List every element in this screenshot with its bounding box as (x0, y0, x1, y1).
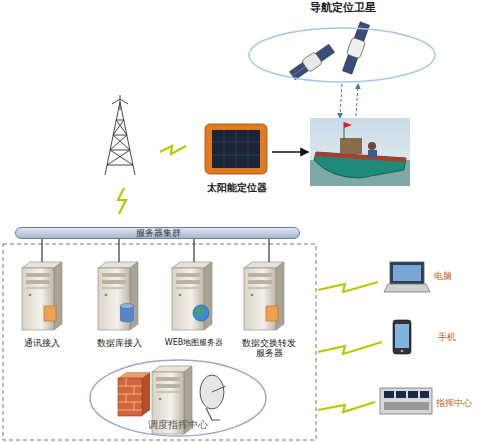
dispatch-center: 调度指挥中心 (86, 352, 270, 440)
ellipse-outline (249, 28, 435, 82)
node-label: 太阳能定位器 (196, 182, 278, 194)
server-icon (172, 262, 212, 330)
server-icon (98, 262, 138, 330)
solar-locator (205, 124, 267, 174)
doc-icon (266, 306, 278, 321)
server-box: 数据交换转发服务器 (236, 262, 302, 362)
node-label: 调度指挥中心 (86, 419, 270, 431)
server-cluster-band: 服务器集群 (15, 227, 300, 239)
device-box: 太阳能定位器 (196, 118, 278, 198)
client-device: 手机 (388, 316, 480, 358)
server-box: 数据库接入 (84, 262, 154, 352)
laptop-icon (384, 262, 430, 292)
satellite (288, 43, 335, 82)
console-icon (380, 388, 432, 414)
connector-line (193, 239, 194, 262)
server-box: 通讯接入 (12, 262, 72, 352)
signal-arrow (356, 86, 358, 116)
node-label: 通讯接入 (12, 338, 72, 348)
node-label: 服务器集群 (16, 228, 301, 238)
database-icon (120, 304, 134, 323)
connector-line (268, 239, 269, 262)
node-label: WEB地图服务器 (156, 338, 232, 347)
server-icon (244, 262, 284, 330)
node-label: 数据库接入 (84, 338, 154, 348)
doc-icon (44, 306, 56, 321)
node-label: 数据交换转发服务器 (239, 338, 299, 359)
node-label: 导航定位卫星 (245, 2, 440, 15)
connector-line (118, 239, 119, 262)
signal-arrow (340, 84, 342, 116)
node-label: 指挥中心 (436, 398, 482, 408)
node-label: 手机 (438, 332, 478, 342)
server-icon (22, 262, 62, 330)
globe-icon (193, 305, 209, 321)
server-area (3, 244, 316, 440)
dish-icon (200, 375, 226, 420)
firewall-icon (118, 372, 150, 416)
boat-photo (310, 118, 410, 186)
client-device: 指挥中心 (376, 384, 482, 418)
connector-line (41, 239, 42, 262)
phone-icon (393, 320, 411, 354)
pointer-arrow (272, 151, 308, 152)
radio-tower (105, 95, 135, 175)
client-device: 电脑 (380, 258, 480, 296)
satellite-group: 导航定位卫星 (245, 0, 440, 84)
server-box: WEB地图服务器 (156, 262, 232, 352)
node-label: 电脑 (434, 271, 478, 281)
